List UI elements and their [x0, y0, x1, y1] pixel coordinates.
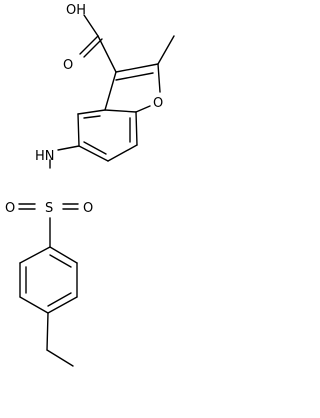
bond-furan-o-c7a — [135, 105, 151, 113]
bond-furan-c3-c2-a — [115, 63, 159, 73]
bond-benzo-1 — [104, 109, 137, 113]
bond-benzo-3 — [107, 144, 138, 162]
bond-ethyl-2 — [46, 349, 74, 367]
sulfur-label: S — [45, 201, 53, 216]
bond-furan-c3-c2-b — [115, 72, 154, 81]
bond-benzo-inner-3 — [83, 115, 101, 119]
sulfonyl-oxygen-left-label: O — [5, 201, 15, 216]
carboxyl-oxygen-label: O — [63, 58, 73, 73]
bond-methyl — [157, 35, 175, 65]
chemical-structure-diagram: OH O O HN S O O — [5, 3, 175, 367]
bond-benzo-inner-2 — [83, 141, 107, 155]
bond-furan-c2-o — [157, 63, 161, 93]
bond-furan-c3-c3a — [104, 71, 117, 111]
furan-oxygen-label: O — [153, 96, 163, 111]
bond-phenyl-inner-2 — [47, 292, 72, 307]
bond-benzo-4 — [78, 145, 109, 162]
bond-phenyl-1 — [49, 246, 78, 264]
bond-phenyl-inner-1 — [49, 254, 72, 268]
bond-benzo-6 — [77, 109, 106, 115]
sulfonyl-oxygen-right-label: O — [83, 201, 93, 216]
amine-label: HN — [35, 149, 55, 164]
bond-benzo-5 — [77, 113, 80, 147]
carboxyl-hydroxyl-label: OH — [66, 3, 86, 18]
bond-benzo-2 — [135, 111, 138, 146]
bond-carboxyl-c-o-double-b — [83, 38, 103, 58]
bond-carboxyl-c-o-double-a — [79, 35, 99, 55]
bond-phenyl-4 — [19, 296, 49, 314]
bond-carboxyl-to-ring — [97, 35, 117, 73]
bond-phenyl-3 — [47, 296, 78, 314]
bond-ring-nh — [57, 145, 80, 151]
bond-carboxyl-c-oh — [83, 14, 99, 37]
bond-ethyl-1 — [46, 312, 49, 351]
bond-phenyl-6 — [19, 246, 51, 264]
